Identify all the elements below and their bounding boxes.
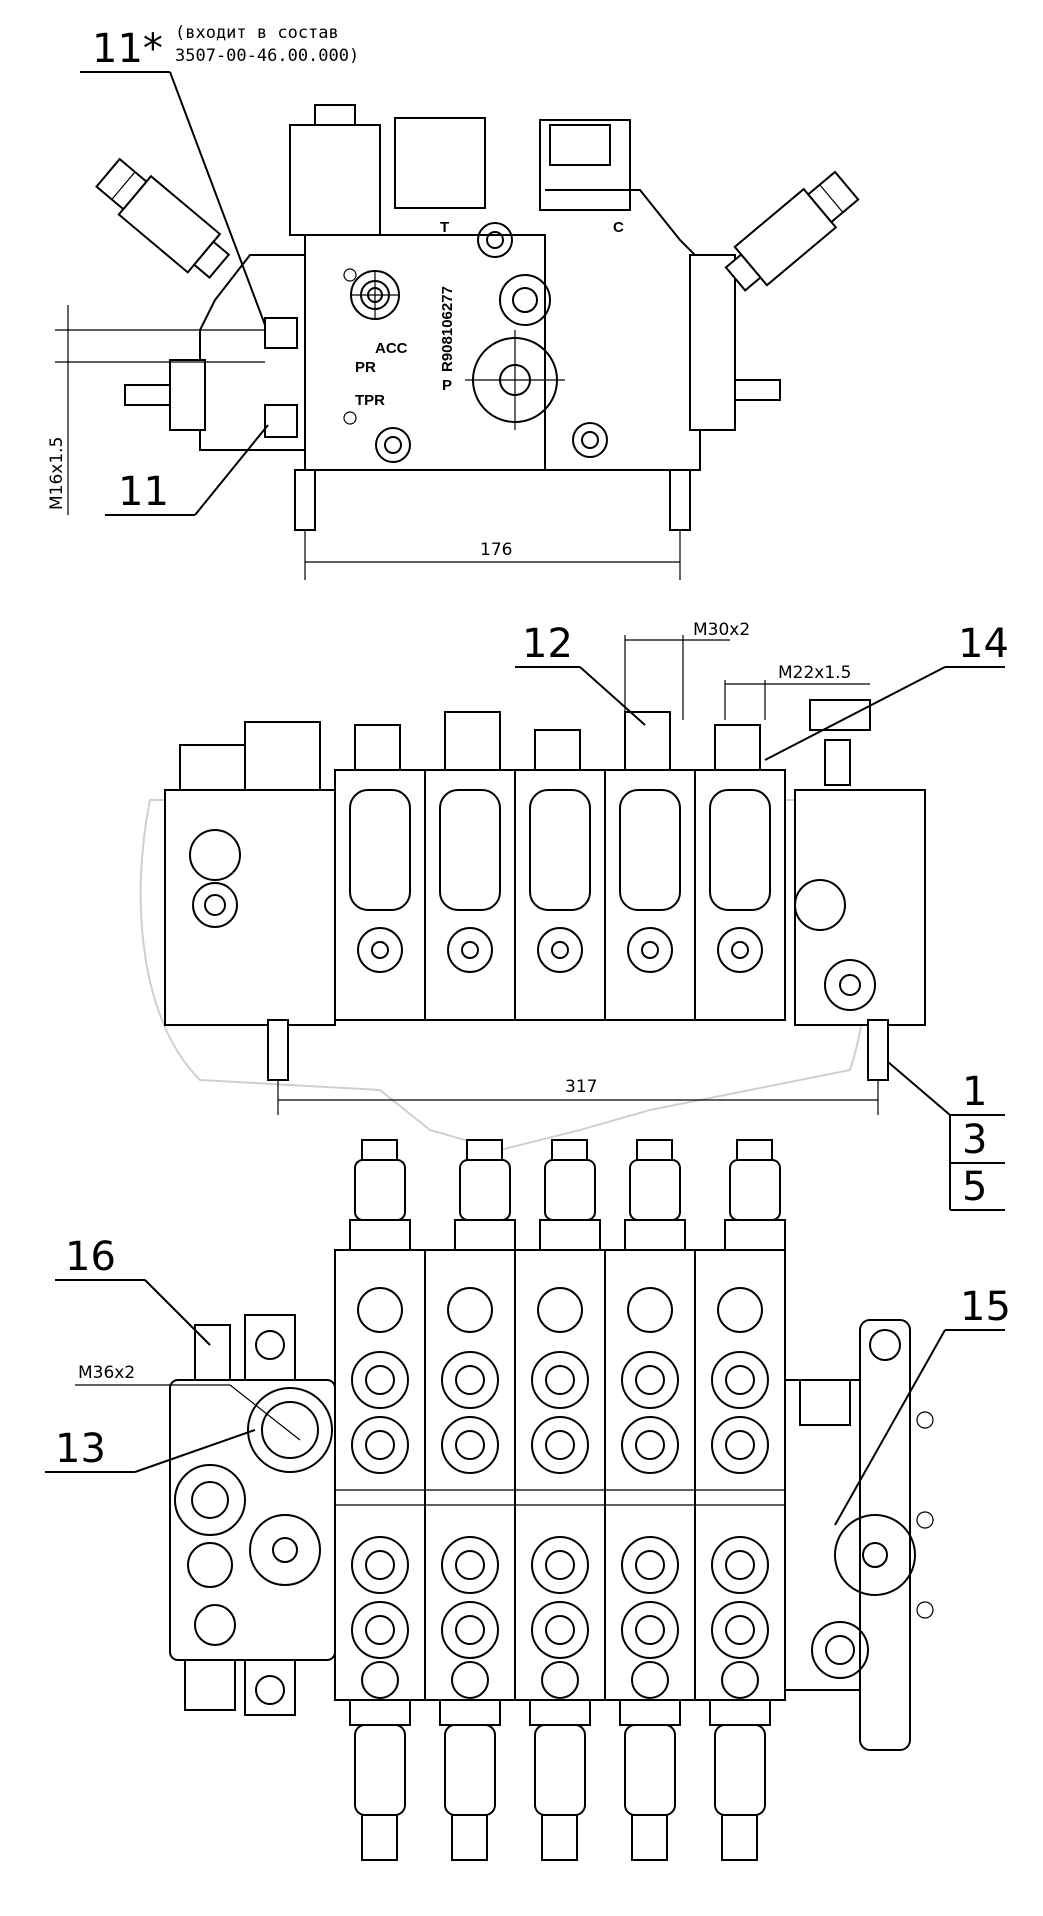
front-inlet-bottom-fitting [184, 1659, 236, 1711]
top-upper-block-mid [394, 117, 486, 209]
side-stud-left [267, 1019, 289, 1081]
front-section-5 [694, 1249, 786, 1701]
front-inlet-port-main [247, 1387, 333, 1473]
side-outlet-port-upper [794, 879, 846, 931]
callout-14: 14 [958, 621, 1009, 667]
dim-m36: M36x2 [78, 1363, 135, 1383]
front-inlet-block [169, 1379, 336, 1661]
dim-m22: M22x1.5 [778, 663, 851, 683]
top-left-stub [124, 384, 171, 406]
callout-15: 15 [960, 1284, 1011, 1330]
callout-11-star: 11* [92, 26, 163, 72]
port-lower-right-fitting [572, 422, 608, 458]
dim-m16: M16x1.5 [47, 437, 67, 510]
side-sections [334, 711, 786, 1021]
front-inlet-top-fitting [194, 1324, 231, 1381]
front-section-3 [514, 1249, 606, 1701]
front-section-1 [334, 1249, 426, 1701]
port-t-fitting [477, 222, 513, 258]
top-cap-left [314, 104, 356, 126]
port-tpr-fitting [264, 404, 298, 438]
side-outlet-sensor [824, 739, 851, 786]
front-ports [351, 1287, 769, 1699]
front-bottom-spools [349, 1699, 771, 1861]
port-label-t: T [440, 219, 449, 236]
top-main-block [304, 234, 546, 471]
side-inlet-block [164, 789, 336, 1026]
front-outlet-sensor [799, 1379, 851, 1426]
callout-12: 12 [522, 621, 573, 667]
callout-1: 1 [962, 1069, 987, 1115]
top-cap-right [549, 124, 611, 166]
front-sections [334, 1249, 786, 1701]
dim-m30: M30x2 [693, 620, 750, 640]
left-solenoid [95, 157, 231, 279]
port-c-fitting [499, 274, 551, 326]
top-view: T C ACC PR TPR P R908106277 176 M16x1.5 … [47, 23, 860, 580]
front-top-spools [349, 1139, 786, 1251]
top-upper-block-left [289, 124, 381, 236]
side-stud-right [867, 1019, 889, 1081]
port-label-tpr: TPR [355, 392, 385, 409]
top-left-valve-body [169, 359, 206, 431]
callout-5: 5 [962, 1164, 987, 1210]
front-outlet-body [859, 1319, 911, 1751]
port-label-c: C [613, 219, 624, 236]
front-inlet-port-right [249, 1514, 321, 1586]
front-section-2 [424, 1249, 516, 1701]
port-label-pr: PR [355, 359, 376, 376]
port-pr-fitting [264, 317, 298, 349]
top-right-stub [734, 379, 781, 401]
port-lower-left-fitting [375, 427, 411, 463]
front-outlet-port-lower [811, 1621, 869, 1679]
top-stud-left [294, 469, 316, 531]
front-inlet-top-lug [244, 1314, 296, 1381]
front-inlet-port-left [174, 1464, 246, 1536]
port-label-p: P [442, 377, 452, 394]
top-left-side [199, 254, 305, 451]
side-outlet-port-lower [824, 959, 876, 1011]
front-section-4 [604, 1249, 696, 1701]
top-right-valve-body [689, 254, 736, 431]
side-inlet-port-upper [189, 829, 241, 881]
side-outlet-block [794, 789, 926, 1026]
callout-11: 11 [118, 469, 169, 515]
callout-3: 3 [962, 1117, 987, 1163]
front-inlet-bottom-lug [244, 1659, 296, 1716]
side-inlet-top-body [244, 721, 321, 791]
side-inlet-top-fitting [179, 744, 251, 791]
side-outlet-top-cap [809, 699, 871, 731]
dim-176: 176 [480, 540, 512, 560]
front-outlet-port-main [834, 1514, 916, 1596]
dim-317: 317 [565, 1077, 597, 1097]
front-view: 16 M36x2 13 15 [45, 1139, 1011, 1861]
side-view: 317 M30x2 M22x1.5 12 14 1 3 5 [139, 620, 1009, 1211]
port-label-acc: ACC [375, 340, 408, 357]
side-inlet-port-lower [192, 882, 238, 928]
right-solenoid [724, 170, 860, 292]
part-number-label: R908106277 [439, 286, 456, 372]
note-line-2: 3507-00-46.00.000) [175, 46, 359, 66]
callout-16: 16 [65, 1234, 116, 1280]
top-stud-right [669, 469, 691, 531]
note-line-1: (входит в состав [175, 23, 339, 43]
callout-13: 13 [55, 1426, 106, 1472]
